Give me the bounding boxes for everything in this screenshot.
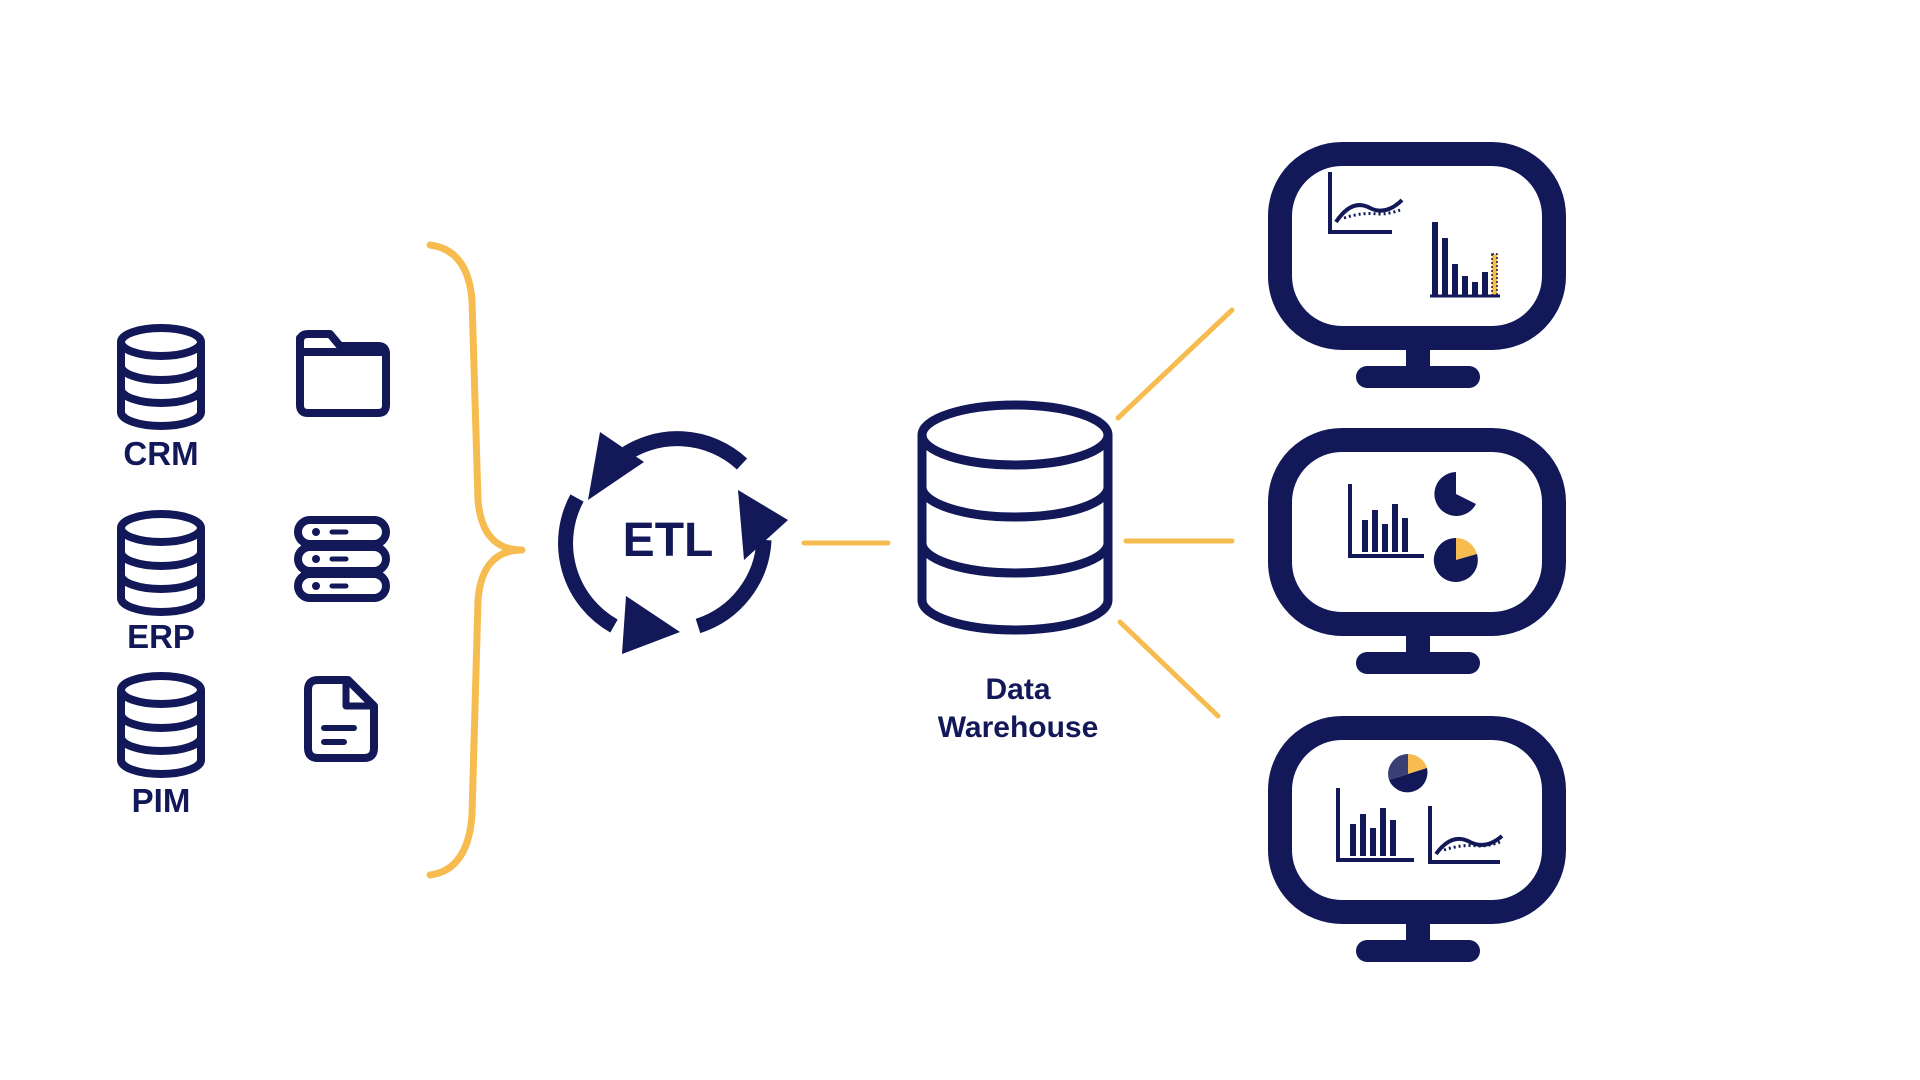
folder-icon bbox=[296, 330, 390, 417]
dashboard-monitor-3 bbox=[1280, 728, 1554, 962]
source-label-pim: PIM bbox=[132, 782, 191, 819]
warehouse-node: Data Warehouse bbox=[917, 400, 1113, 744]
line-chart-icon bbox=[1328, 172, 1404, 234]
monitor-icon bbox=[1280, 154, 1554, 388]
warehouse-label-line1: Data bbox=[985, 673, 1050, 706]
line-chart-icon bbox=[1428, 806, 1504, 864]
pie-chart-icon bbox=[1433, 537, 1478, 582]
server-stack-icon bbox=[294, 516, 390, 602]
sources-group: CRM ERP bbox=[121, 328, 390, 819]
pie-chart-icon bbox=[1434, 471, 1479, 516]
etl-node: ETL bbox=[558, 431, 788, 654]
document-icon bbox=[304, 676, 378, 762]
bar-chart-icon bbox=[1430, 222, 1500, 298]
sources-brace bbox=[426, 241, 526, 879]
source-crm: CRM bbox=[121, 328, 390, 472]
source-label-erp: ERP bbox=[127, 618, 195, 655]
bar-chart-icon bbox=[1336, 788, 1414, 862]
source-erp: ERP bbox=[121, 514, 390, 655]
connector-to-dashboard-1 bbox=[1115, 307, 1235, 421]
connector-to-dashboard-3 bbox=[1117, 619, 1221, 719]
warehouse-database-icon bbox=[917, 400, 1113, 635]
warehouse-label-line2: Warehouse bbox=[938, 711, 1099, 744]
cycle-arrows-icon bbox=[558, 431, 788, 654]
bar-chart-icon bbox=[1348, 484, 1424, 558]
etl-label: ETL bbox=[623, 514, 714, 567]
crm-database-icon bbox=[121, 328, 201, 426]
dashboard-monitor-2 bbox=[1280, 440, 1554, 674]
source-pim: PIM bbox=[121, 676, 378, 819]
warehouse-to-dashboards-connectors bbox=[1115, 307, 1235, 719]
pie-chart-icon bbox=[1388, 754, 1428, 793]
source-label-crm: CRM bbox=[123, 435, 198, 472]
dashboard-monitor-1 bbox=[1280, 154, 1554, 388]
pim-database-icon bbox=[121, 676, 201, 774]
erp-database-icon bbox=[121, 514, 201, 612]
